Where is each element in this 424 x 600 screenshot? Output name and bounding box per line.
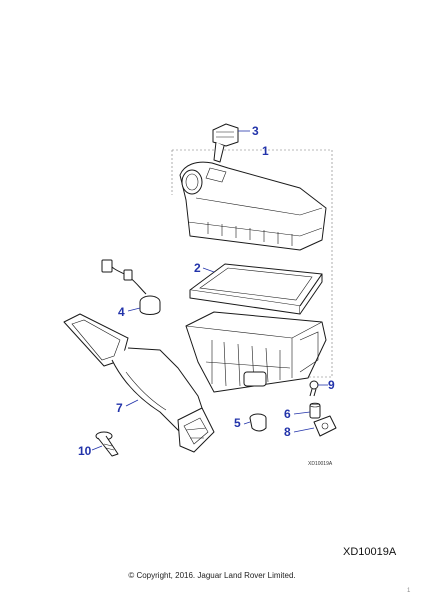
callout-6: 6 [284, 407, 291, 421]
page-number: 1 [407, 588, 411, 594]
part-mount-bush [293, 402, 321, 419]
part-push-clip [91, 431, 119, 457]
part-bolt [309, 380, 328, 397]
copyright-notice: © Copyright, 2016. Jaguar Land Rover Lim… [128, 571, 296, 580]
part-intake-duct [63, 313, 215, 453]
part-air-cleaner-housing [185, 311, 327, 393]
callout-8: 8 [284, 425, 291, 439]
drawing-ref-small: XD10019A [308, 461, 333, 467]
callout-7: 7 [116, 401, 123, 415]
part-filter-element [189, 263, 323, 315]
assembly-bracket [171, 149, 333, 378]
callout-10: 10 [78, 444, 92, 458]
part-air-cleaner-cover [179, 161, 327, 251]
part-bracket [293, 415, 337, 437]
callout-3: 3 [252, 124, 259, 138]
callout-5: 5 [234, 416, 241, 430]
callout-9: 9 [328, 378, 335, 392]
part-sensor [212, 123, 250, 163]
drawing-reference: XD10019A [343, 546, 397, 558]
callout-1: 1 [262, 144, 269, 158]
part-resonator [101, 259, 161, 315]
part-grommet [243, 413, 267, 432]
callout-2: 2 [194, 261, 201, 275]
callout-4: 4 [118, 305, 125, 319]
